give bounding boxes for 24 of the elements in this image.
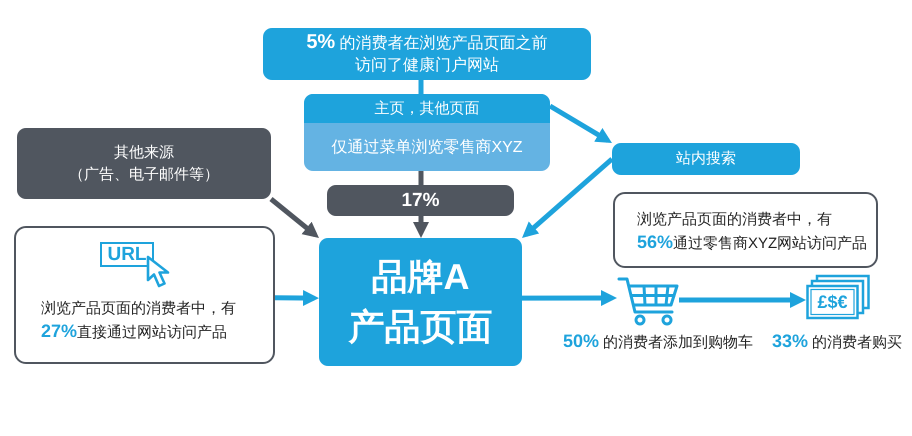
card-header: 主页，其他页面 xyxy=(304,94,550,123)
arrow xyxy=(679,292,806,308)
callout-box: 5% 的消费者在浏览产品页面之前访问了健康门户网站 xyxy=(263,28,591,80)
arrow xyxy=(274,290,319,306)
arrow xyxy=(522,157,614,238)
card-text: 浏览产品页面的消费者中，有27%直接通过网站访问产品 xyxy=(41,299,236,343)
arrow xyxy=(548,104,612,143)
page-box: 品牌A产品页面 xyxy=(319,238,522,366)
source-box: 其他来源（广告、电子邮件等） xyxy=(17,128,271,199)
info-card: 浏览产品页面的消费者中，有56%通过零售商XYZ网站访问产品 xyxy=(613,192,878,268)
cart-icon xyxy=(617,276,679,326)
connector-line xyxy=(418,171,424,185)
arrow xyxy=(413,216,429,238)
card-text: 仅通过菜单浏览零售商XYZ xyxy=(330,138,524,158)
percent-box: 17% xyxy=(327,185,514,216)
icon-label: 33% 的消费者购买 xyxy=(772,330,902,353)
connector-line xyxy=(418,80,424,94)
arrow xyxy=(522,290,617,306)
label-box: 站内搜索 xyxy=(612,143,800,175)
info-card xyxy=(14,226,275,364)
menu-card xyxy=(304,94,550,171)
address-bar: URL xyxy=(100,242,154,267)
arrow xyxy=(269,197,319,238)
icon-label: 50% 的消费者添加到购物车 xyxy=(563,330,754,353)
